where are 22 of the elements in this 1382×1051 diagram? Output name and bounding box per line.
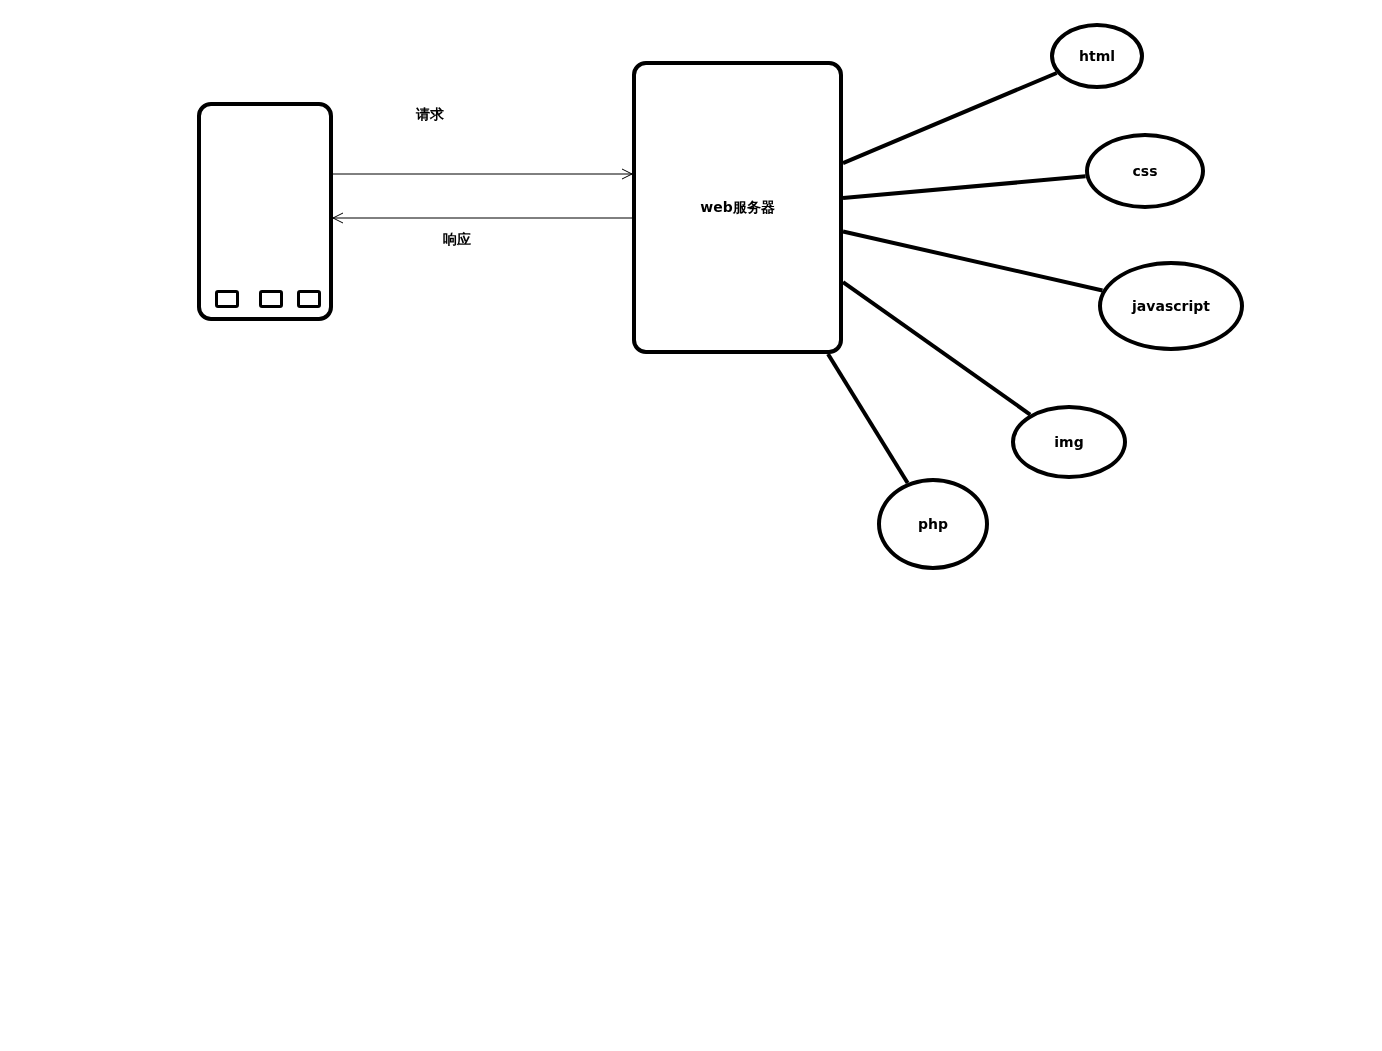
node-label: html: [1078, 48, 1115, 64]
connector-line: [842, 174, 1086, 201]
connector-line: [842, 229, 1103, 293]
edge-label: 请求: [414, 106, 446, 124]
ellipse-node: [877, 478, 989, 570]
connector-line: [842, 71, 1058, 165]
node-label: web服务器: [700, 198, 775, 217]
arrow: [332, 168, 633, 180]
node-label: img: [1054, 434, 1084, 450]
phone-drawing: [197, 102, 333, 321]
ellipse-node: [1085, 133, 1205, 209]
node-label: javascript: [1132, 298, 1210, 314]
edge-label: 响应: [441, 231, 473, 249]
connector-line: [841, 280, 1032, 417]
ellipse-node: [1098, 261, 1244, 351]
node-label: css: [1132, 163, 1158, 179]
connector-line: [826, 352, 910, 485]
arrow: [332, 212, 633, 224]
server-box: [632, 61, 843, 354]
node-label: php: [918, 516, 948, 532]
ellipse-node: [1050, 23, 1144, 89]
ellipse-node: [1011, 405, 1127, 479]
